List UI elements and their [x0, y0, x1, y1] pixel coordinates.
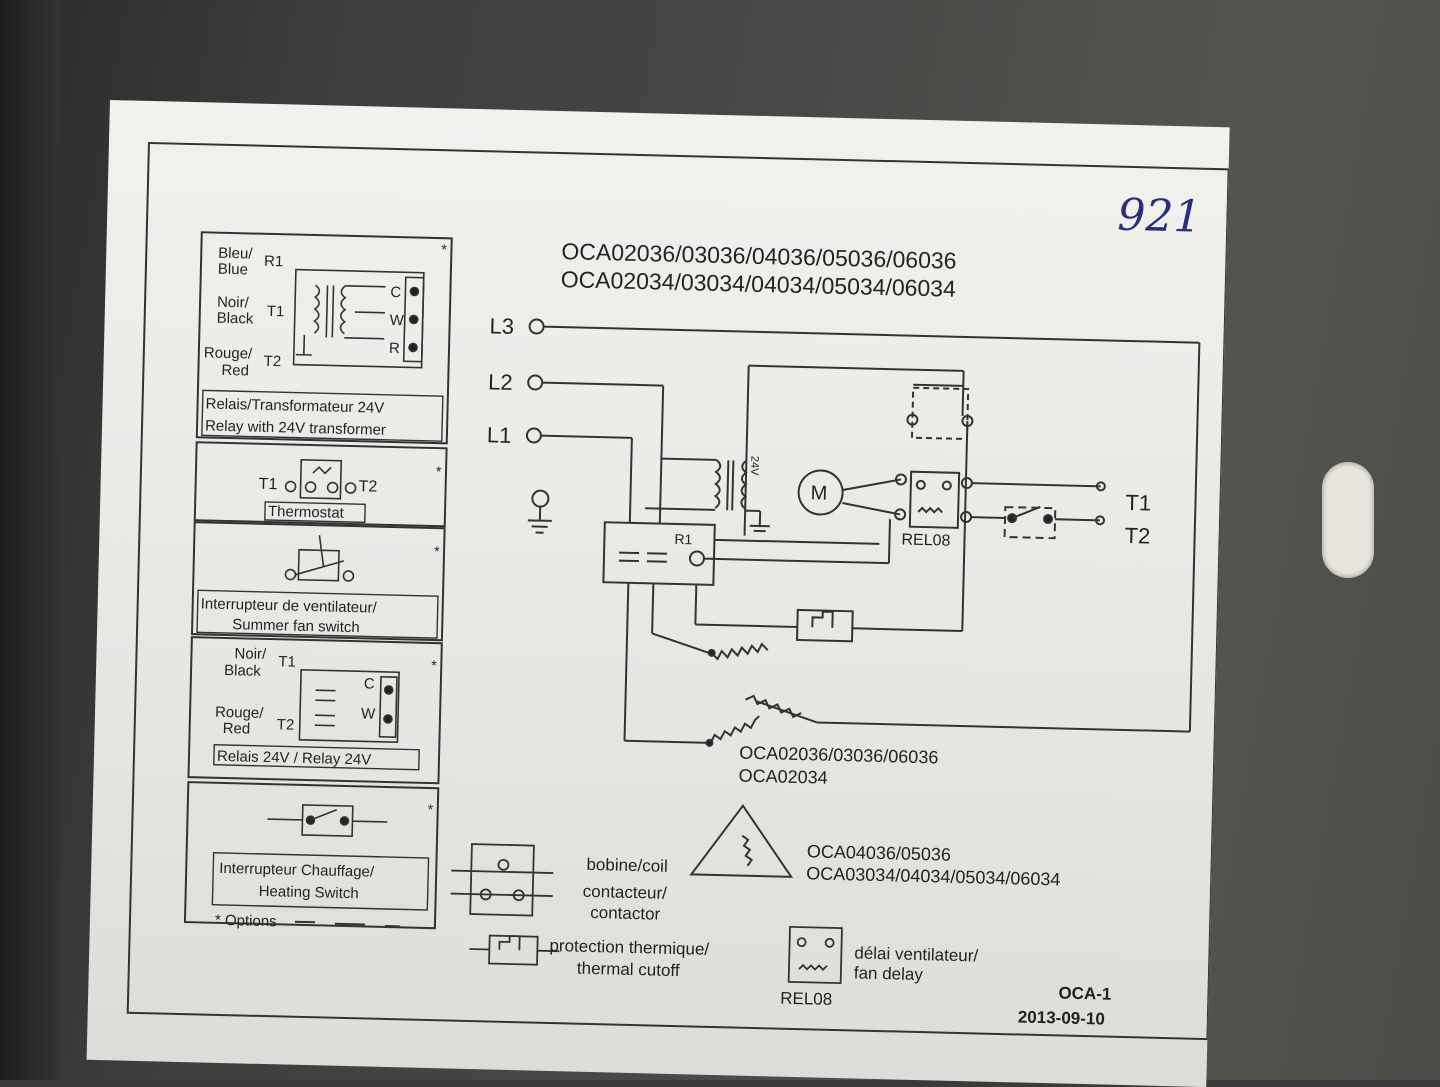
wiring-diagram: 921 OCA02036/03036/04036/05036/06036 OCA…: [87, 100, 1230, 1087]
delta-models-line1: OCA04036/05036: [807, 841, 952, 865]
legend-contactor-fr: contacteur/: [583, 882, 668, 903]
footer-code: OCA-1: [1058, 983, 1111, 1003]
thermostat-symbol: [285, 459, 356, 499]
thermostat-t1: T1: [258, 476, 277, 493]
wye-models-line2: OCA02034: [738, 766, 828, 788]
relay-transformer-symbol: [294, 270, 424, 368]
heating-switch-caption-en: Heating Switch: [259, 883, 359, 902]
legend-fan-delay-fr: délai ventilateur/: [854, 943, 979, 965]
rt-rouge: Rouge/: [204, 344, 254, 362]
motor-label: M: [810, 482, 827, 504]
relay24-symbol: [299, 670, 399, 742]
option-asterisk: *: [441, 241, 447, 257]
r24-t1: T1: [278, 653, 296, 670]
options-note: * Options: [215, 912, 277, 931]
option-asterisk: *: [434, 543, 440, 559]
terminal-t1: T1: [1125, 490, 1151, 516]
rt-r1: R1: [264, 253, 284, 270]
terminal-l1: L1: [487, 422, 512, 448]
legend-contactor-en: contactor: [590, 903, 661, 924]
heating-switch-symbol: [267, 804, 388, 837]
panel-edge: [0, 0, 60, 1080]
panel-slot: [1322, 462, 1374, 578]
handwritten-note: 921: [1117, 190, 1202, 243]
transformer-voltage: 24V: [748, 456, 760, 477]
r24-w: W: [361, 705, 376, 722]
option-asterisk: *: [431, 657, 437, 673]
delta-models-line2: OCA03034/04034/05034/06034: [806, 863, 1061, 889]
rt-w: W: [389, 312, 404, 329]
legend-fan-delay-symbol: [789, 927, 842, 983]
rt-t2: T2: [263, 353, 281, 370]
rel08-label: REL08: [901, 531, 950, 549]
terminal-t2: T2: [1124, 523, 1150, 549]
footer-date: 2013-09-10: [1018, 1007, 1105, 1028]
heating-switch-caption-fr: Interrupteur Chauffage/: [219, 860, 375, 881]
fan-switch-symbol: [285, 534, 354, 581]
r24-black: Black: [224, 662, 262, 680]
option-asterisk: *: [436, 463, 442, 479]
rt-blue: Blue: [218, 261, 248, 279]
legend-fan-delay-code: REL08: [780, 989, 832, 1009]
thermostat-t2: T2: [358, 478, 377, 495]
fan-switch-caption-en: Summer fan switch: [232, 616, 360, 636]
legend-contactor-symbol: [450, 844, 554, 916]
wiring-diagram-label: 921 OCA02036/03036/04036/05036/06036 OCA…: [87, 100, 1230, 1087]
legend-thermal-cutoff-symbol: [469, 935, 560, 965]
option-asterisk: *: [428, 801, 434, 817]
fan-switch-caption-fr: Interrupteur de ventilateur/: [201, 595, 378, 616]
rt-c: C: [390, 284, 401, 301]
relay-r1-label: R1: [674, 531, 692, 547]
rt-black: Black: [216, 310, 254, 328]
legend-thermal-fr: protection thermique/: [549, 936, 709, 959]
wye-models-line1: OCA02036/03036/06036: [739, 743, 939, 768]
rt-r: R: [389, 340, 400, 357]
r24-c: C: [364, 675, 375, 692]
r24-t2: T2: [277, 716, 295, 733]
legend-fan-delay-en: fan delay: [854, 963, 924, 984]
thermostat-caption: Thermostat: [268, 503, 345, 522]
rt-t1: T1: [267, 303, 285, 320]
r24-noir: Noir/: [234, 645, 267, 663]
r24-red: Red: [222, 720, 250, 738]
legend-thermal-en: thermal cutoff: [577, 959, 680, 981]
schematic-wiring: [516, 319, 1199, 886]
rt-red: Red: [221, 362, 249, 380]
rt-caption-fr: Relais/Transformateur 24V: [205, 395, 384, 416]
terminal-l2: L2: [488, 369, 513, 395]
terminal-l3: L3: [489, 313, 514, 339]
legend-coil: bobine/coil: [586, 855, 668, 876]
